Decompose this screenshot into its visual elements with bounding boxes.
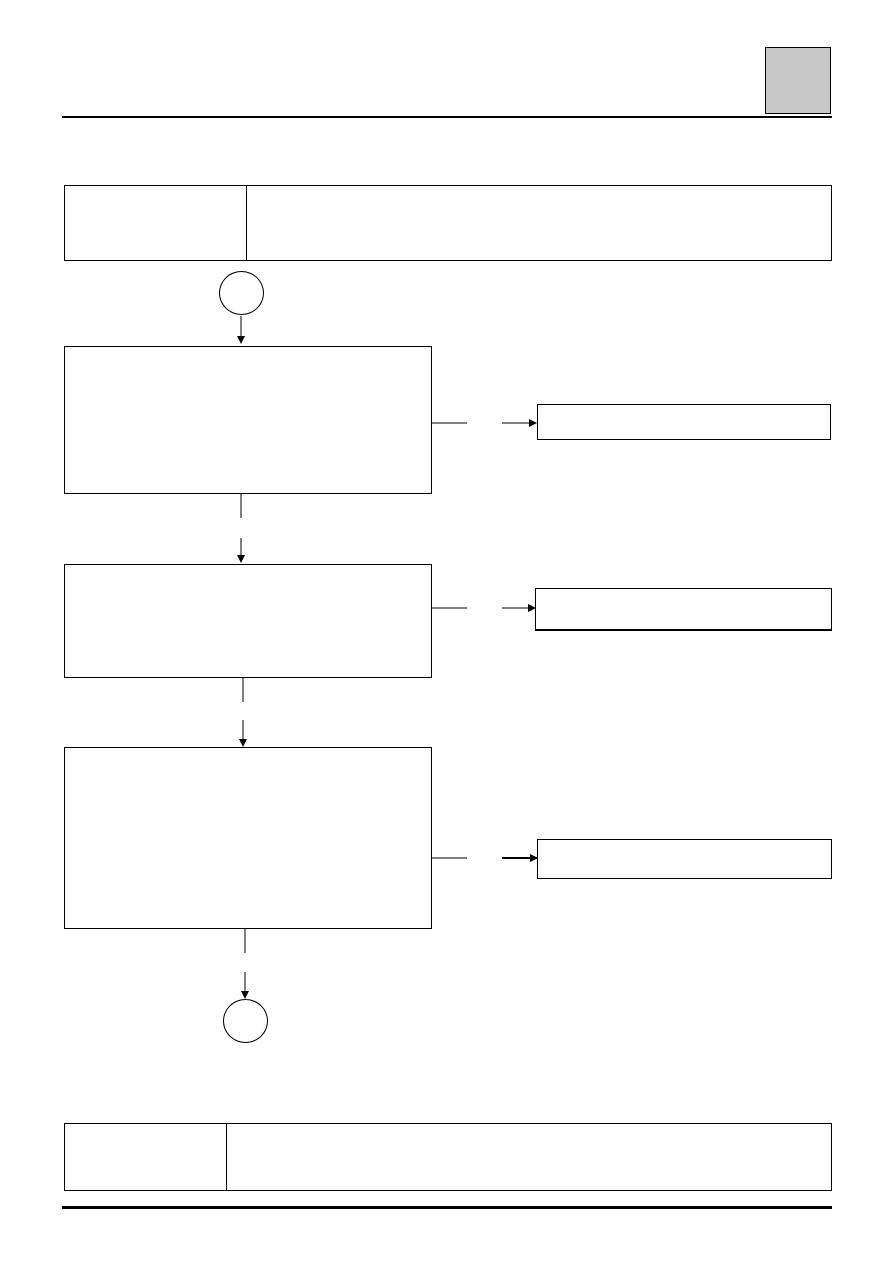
section-tab <box>765 47 831 114</box>
result-1-box <box>537 404 831 440</box>
step-3-yes-label <box>250 935 330 951</box>
step-2-no-label <box>440 589 500 605</box>
end-connector-circle <box>223 999 268 1043</box>
result-2-box <box>535 588 832 631</box>
footer-box-label <box>65 1124 226 1190</box>
step-2-yes-label <box>248 684 328 700</box>
step-3-no-label <box>440 839 500 855</box>
footer-box-text <box>227 1124 831 1190</box>
info-box-divider <box>246 186 247 260</box>
step-2-box <box>64 564 432 678</box>
step-1-no-label <box>440 404 500 420</box>
result-3-box <box>537 839 832 879</box>
footer-box <box>64 1123 832 1191</box>
footer-box-divider <box>226 1124 227 1190</box>
step-1-yes-label <box>246 500 326 516</box>
footer-rule <box>62 1206 832 1209</box>
step-3-box <box>64 747 432 929</box>
step-1-box <box>64 346 432 494</box>
header-rule <box>62 116 832 118</box>
info-box <box>64 185 832 261</box>
start-connector-circle <box>219 271 264 315</box>
